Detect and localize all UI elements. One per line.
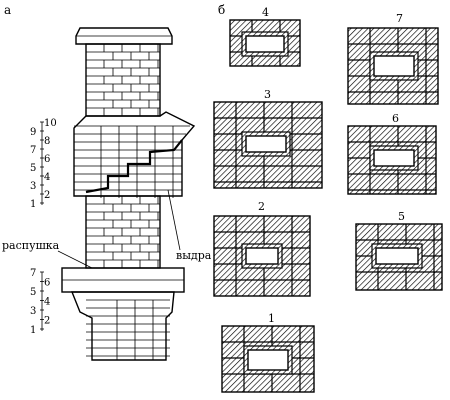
cross-section-label: 6 (392, 112, 399, 125)
row-number: 6 (44, 154, 50, 165)
row-number: 1 (30, 199, 36, 210)
cross-section-label: 2 (258, 200, 265, 213)
middle-shaft (85, 195, 161, 269)
row-number: 3 (30, 306, 36, 317)
cross-sections: 1 2 3 4 5 6 7 (213, 6, 443, 393)
vydra-leader (167, 189, 181, 251)
row-number: 7 (30, 268, 36, 279)
chimney-elevation (61, 27, 196, 361)
cross-section-2: 2 (213, 200, 311, 297)
cross-section-1: 1 (221, 312, 315, 393)
panel-a-label: а (4, 3, 11, 17)
cross-section-label: 3 (264, 88, 271, 101)
cross-section-7: 7 (347, 12, 439, 105)
flue-opening (247, 349, 289, 371)
row-number: 2 (44, 190, 50, 201)
row-number: 9 (30, 127, 36, 138)
flue-opening (375, 247, 419, 265)
flue-opening (373, 55, 415, 77)
row-number: 2 (44, 316, 50, 327)
chimney-cap (75, 27, 173, 45)
cross-section-label: 4 (262, 6, 269, 19)
row-number: 6 (44, 278, 50, 289)
flue-opening (373, 149, 415, 167)
upper-shaft (85, 43, 161, 117)
cross-section-5: 5 (355, 210, 443, 291)
cross-section-3: 3 (213, 88, 323, 189)
row-number: 5 (30, 287, 36, 298)
row-number: 5 (30, 163, 36, 174)
otter-section (73, 111, 196, 198)
flue-opening (245, 135, 287, 153)
row-number: 3 (30, 181, 36, 192)
cross-section-label: 5 (398, 210, 405, 223)
cross-section-label: 1 (268, 312, 275, 325)
row-number: 7 (30, 145, 36, 156)
row-number: 4 (44, 172, 50, 183)
row-number: 10 (44, 118, 57, 129)
raspushka-section (61, 267, 185, 361)
row-number: 8 (44, 136, 50, 147)
row-number: 4 (44, 297, 50, 308)
cross-section-6: 6 (347, 112, 437, 195)
panel-b-label: б (218, 3, 225, 17)
cross-section-4: 4 (229, 6, 301, 67)
raspushka-label: распушка (2, 239, 60, 252)
cross-section-label: 7 (396, 12, 403, 25)
flue-opening (245, 35, 285, 53)
flue-opening (245, 247, 279, 265)
vydra-label: выдра (176, 249, 212, 262)
row-number: 1 (30, 325, 36, 336)
raspushka-leader (57, 250, 93, 269)
